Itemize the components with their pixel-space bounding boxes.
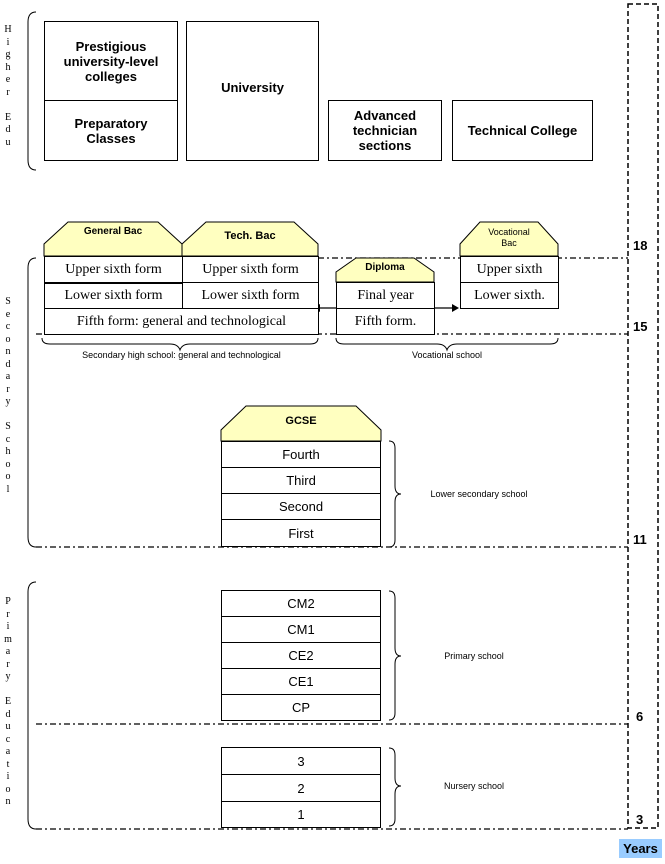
age-label-6: 6 [636,709,644,724]
level-label-primary: P r i m a r y E d u c a t i o n [4,596,12,807]
brace-vocational [335,337,559,352]
final-year-box: Final year [336,282,435,309]
caption-secondary-high: Secondary high school: general and techn… [82,350,281,360]
primary-year: CE1 [221,668,381,695]
technical-college-box: Technical College [452,100,593,161]
gcse-roof [220,405,382,442]
vocational-lower-sixth: Lower sixth. [460,282,559,309]
age-label-15: 15 [633,319,648,334]
age-label-18: 18 [633,238,648,253]
bracket-higher [27,11,37,171]
age-label-11: 11 [633,532,647,547]
caption-nursery-school: Nursery school [443,781,505,791]
nursery-year: 2 [221,774,381,802]
caption-lower-secondary: Lower secondary school [430,489,528,499]
nursery-year: 3 [221,747,381,775]
caption-vocational-school: Vocational school [411,350,483,360]
gcse-label: GCSE [285,415,317,427]
bracket-secondary [27,257,37,548]
primary-year: CP [221,694,381,721]
arrow-right [434,304,459,312]
fifth-form-general-box: Fifth form: general and technological [44,308,319,335]
level-label-secondary: S e c o n d a r y S c h o o l [5,296,11,495]
lower-secondary-year: Second [221,493,381,520]
tech-lower-sixth: Lower sixth form [182,282,319,309]
tech-upper-sixth: Upper sixth form [182,256,319,283]
lower-secondary-year: First [221,519,381,547]
lower-secondary-year: Third [221,467,381,494]
general-upper-sixth: Upper sixth form [44,256,183,283]
nursery-year: 1 [221,801,381,828]
brace-nursery [388,747,402,827]
primary-year: CM1 [221,616,381,643]
age-label-3: 3 [636,812,644,827]
bracket-primary [27,581,37,830]
fifth-form-box: Fifth form. [336,308,435,335]
tech-bac-label: Tech. Bac [224,230,276,242]
preparatory-classes-box: Preparatory Classes [44,100,178,161]
brace-lower-secondary [388,440,402,548]
general-bac-label: General Bac [83,226,143,237]
primary-year: CM2 [221,590,381,617]
prestigious-colleges-box: Prestigious university-level colleges [44,21,178,101]
level-label-higher: H i g h e r E d u [4,24,12,148]
caption-primary-school: Primary school [444,651,504,661]
vocational-bac-label: Vocational Bac [480,227,538,249]
vocational-bac-line2: Bac [501,238,517,248]
vocational-bac-line1: Vocational [488,227,530,237]
years-label: Years [619,839,662,858]
lower-secondary-year: Fourth [221,441,381,468]
vocational-upper-sixth: Upper sixth [460,256,559,283]
brace-secondary-high [41,337,319,352]
primary-year: CE2 [221,642,381,669]
general-lower-sixth: Lower sixth form [44,282,183,309]
advanced-technician-box: Advanced technician sections [328,100,442,161]
brace-primary [388,590,402,721]
diploma-label: Diploma [365,262,405,273]
university-box: University [186,21,319,161]
years-axis-bar [627,3,659,829]
